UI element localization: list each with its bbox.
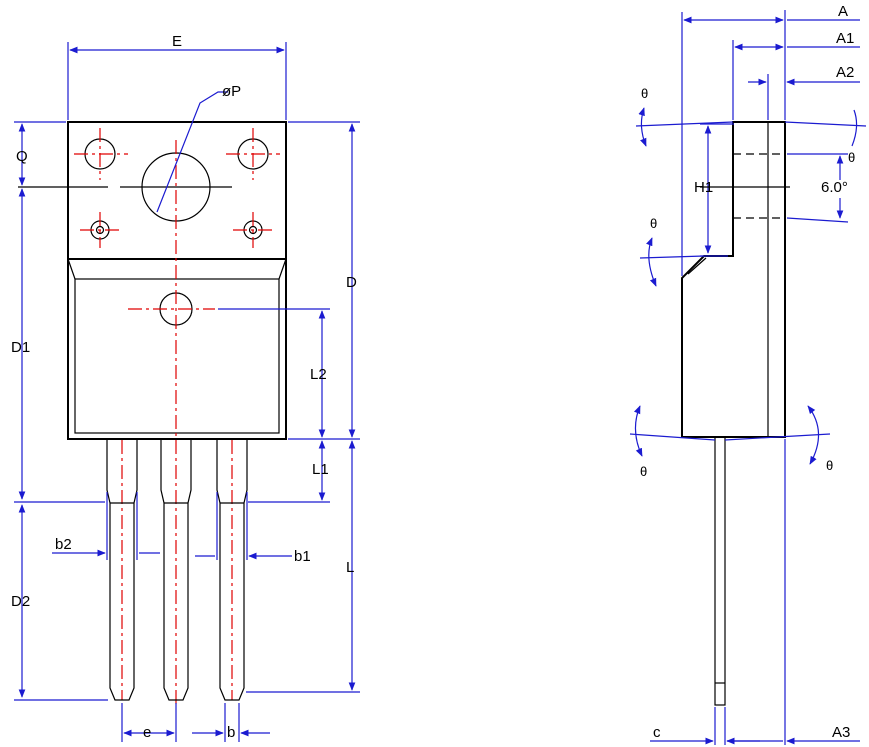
body-inner-outline	[74, 278, 280, 434]
side-view: H1 A A1 A2 6.0° θ θ θ	[629, 3, 867, 745]
dim-label-L1: L1	[312, 461, 329, 478]
dim-label-D1: D1	[11, 339, 30, 356]
theta-top-right: θ	[848, 150, 855, 165]
lead-middle	[160, 439, 192, 701]
dim-label-P: øP	[222, 83, 241, 100]
dim-label-e: e	[143, 724, 151, 741]
dim-label-E: E	[172, 33, 182, 50]
dim-label-b: b	[227, 724, 235, 741]
front-view: E øP Q D1 D2 D L L2 L1	[11, 33, 360, 742]
dim-label-L2: L2	[310, 366, 327, 383]
dim-label-b1: b1	[294, 548, 311, 565]
theta-bottom-right: θ	[826, 458, 833, 473]
dim-label-Q: Q	[16, 148, 28, 165]
lead-left	[106, 439, 138, 701]
theta-bottom-left: θ	[640, 464, 647, 479]
theta-top-left: θ	[641, 86, 648, 101]
dim-label-A2: A2	[836, 64, 854, 81]
side-lead	[714, 436, 726, 706]
dim-label-D: D	[346, 274, 357, 291]
dim-label-c: c	[653, 724, 661, 741]
theta-mid-left: θ	[650, 216, 657, 231]
dim-label-b2: b2	[55, 536, 72, 553]
dim-label-H1: H1	[694, 179, 713, 196]
dim-label-D2: D2	[11, 593, 30, 610]
angle-label: 6.0°	[821, 179, 848, 196]
lead-right	[216, 439, 248, 701]
dim-label-A3: A3	[832, 724, 850, 741]
leader-P	[156, 91, 228, 213]
dim-label-L: L	[346, 559, 354, 576]
dim-label-A: A	[838, 3, 848, 20]
side-body	[681, 121, 786, 438]
package-body	[67, 258, 287, 440]
dim-label-A1: A1	[836, 30, 854, 47]
